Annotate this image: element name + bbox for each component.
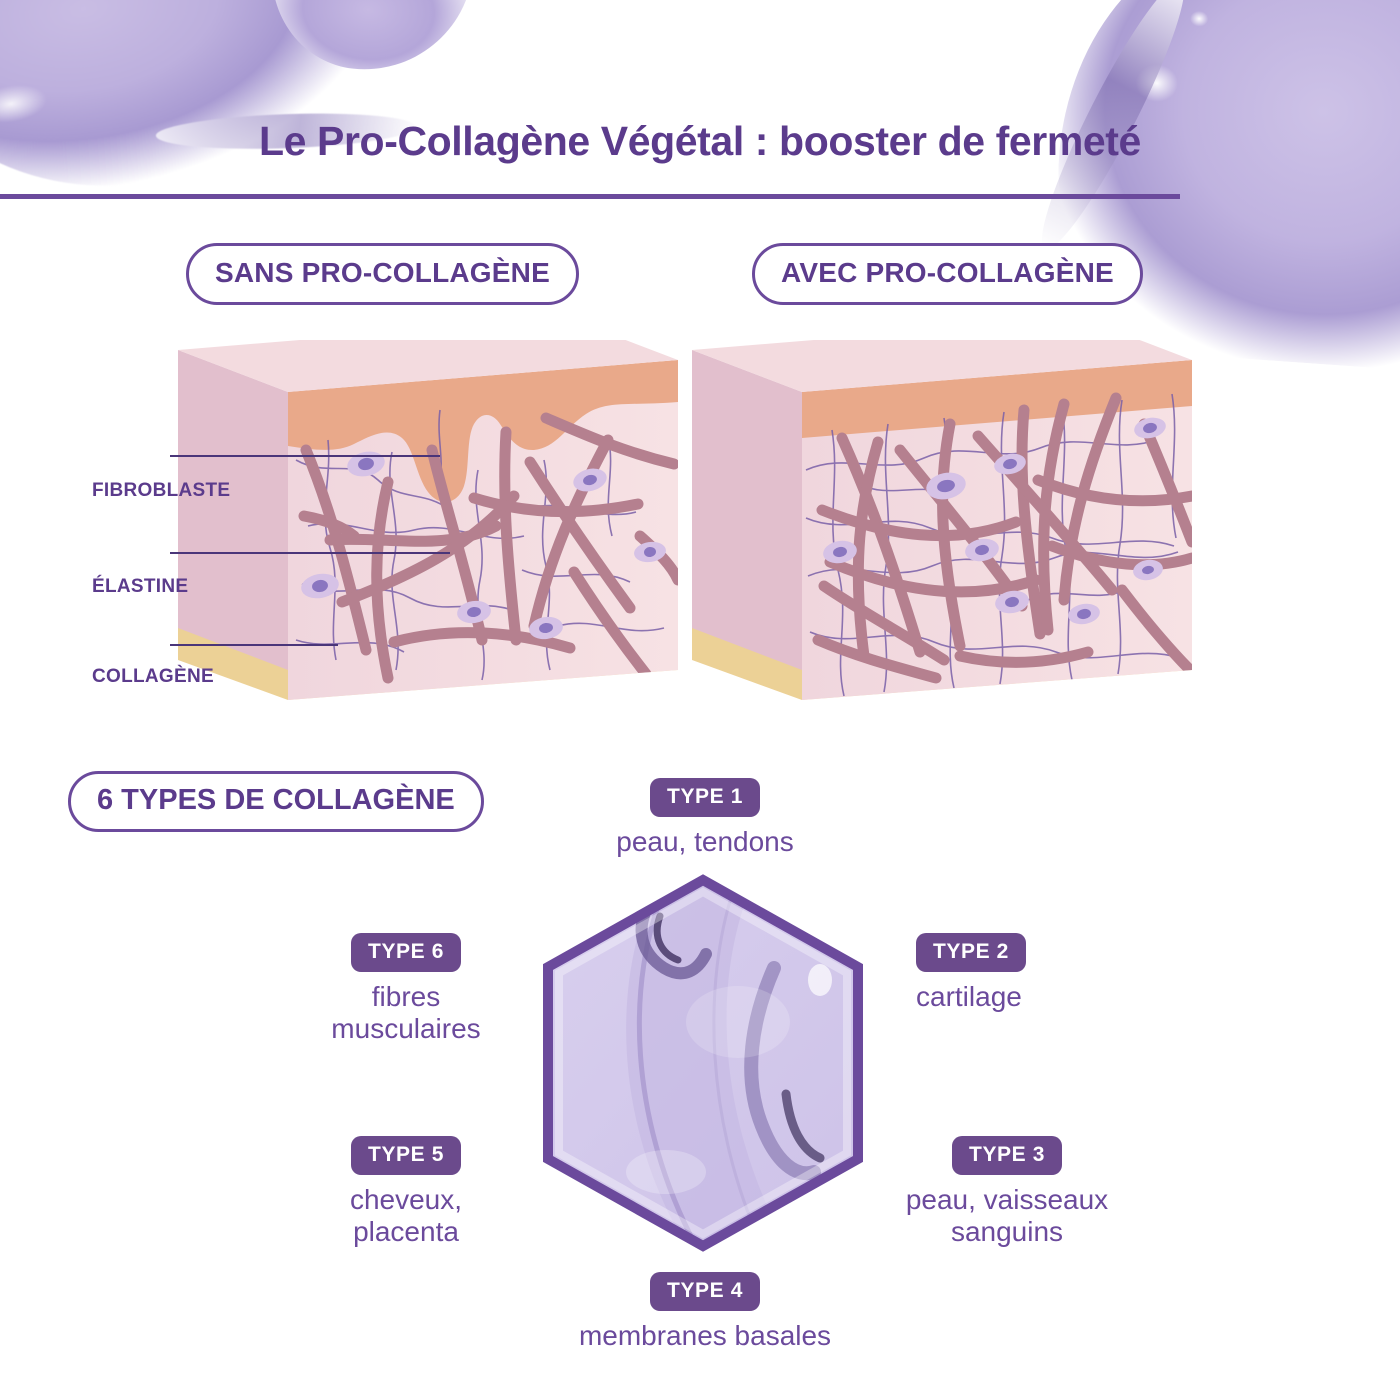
dermis-side-face xyxy=(178,350,288,670)
hexagon-gel-graphic xyxy=(538,872,868,1254)
skin-diagram-without-procollagen xyxy=(178,340,678,700)
type-node-2: TYPE 2 cartilage xyxy=(916,933,1176,1013)
type-node-3: TYPE 3 peau, vaisseaux sanguins xyxy=(862,1136,1152,1249)
dermis-top-face xyxy=(692,340,1192,392)
dermis-side-face xyxy=(692,350,802,670)
gel-decoration-top-right xyxy=(1045,0,1400,375)
fibroblast-cells xyxy=(301,451,666,640)
collagen-fibers xyxy=(812,392,1192,684)
epidermis-smooth xyxy=(802,360,1192,438)
type-caption-4: membranes basales xyxy=(578,1320,832,1351)
fibroblast-cells xyxy=(823,417,1166,625)
type-badge-3: TYPE 3 xyxy=(952,1136,1062,1175)
leader-line-collagene xyxy=(170,644,338,646)
type-badge-6: TYPE 6 xyxy=(351,933,461,972)
type-node-6: TYPE 6 fibres musculaires xyxy=(290,933,522,1046)
title-divider xyxy=(0,194,1180,199)
leader-line-elastine xyxy=(170,552,450,554)
page-title: Le Pro-Collagène Végétal : booster de fe… xyxy=(259,118,1141,164)
label-elastine: ÉLASTINE xyxy=(92,576,189,597)
type-caption-3: peau, vaisseaux sanguins xyxy=(905,1184,1109,1248)
skin-diagram-with-procollagen xyxy=(692,340,1192,700)
type-caption-6: fibres musculaires xyxy=(331,981,481,1045)
type-badge-2: TYPE 2 xyxy=(916,933,1026,972)
type-node-5: TYPE 5 cheveux, placenta xyxy=(290,1136,522,1249)
type-caption-5: cheveux, placenta xyxy=(349,1184,463,1248)
type-caption-2: cartilage xyxy=(916,981,1022,1012)
type-caption-1: peau, tendons xyxy=(616,826,794,857)
leader-line-fibroblaste xyxy=(170,455,440,457)
badge-sans-pro-collagene: SANS PRO-COLLAGÈNE xyxy=(186,243,579,305)
epidermis-wrinkled xyxy=(288,360,678,503)
label-collagene: COLLAGÈNE xyxy=(92,666,214,687)
type-node-1: TYPE 1 peau, tendons xyxy=(560,778,850,858)
type-badge-4: TYPE 4 xyxy=(650,1272,760,1311)
label-fibroblaste: FIBROBLASTE xyxy=(92,480,231,501)
dermis-top-face xyxy=(178,340,678,392)
type-node-4: TYPE 4 membranes basales xyxy=(560,1272,850,1352)
type-badge-5: TYPE 5 xyxy=(351,1136,461,1175)
badge-avec-pro-collagene: AVEC PRO-COLLAGÈNE xyxy=(752,243,1143,305)
badge-six-types-de-collagene: 6 TYPES DE COLLAGÈNE xyxy=(68,771,484,832)
type-badge-1: TYPE 1 xyxy=(650,778,760,817)
